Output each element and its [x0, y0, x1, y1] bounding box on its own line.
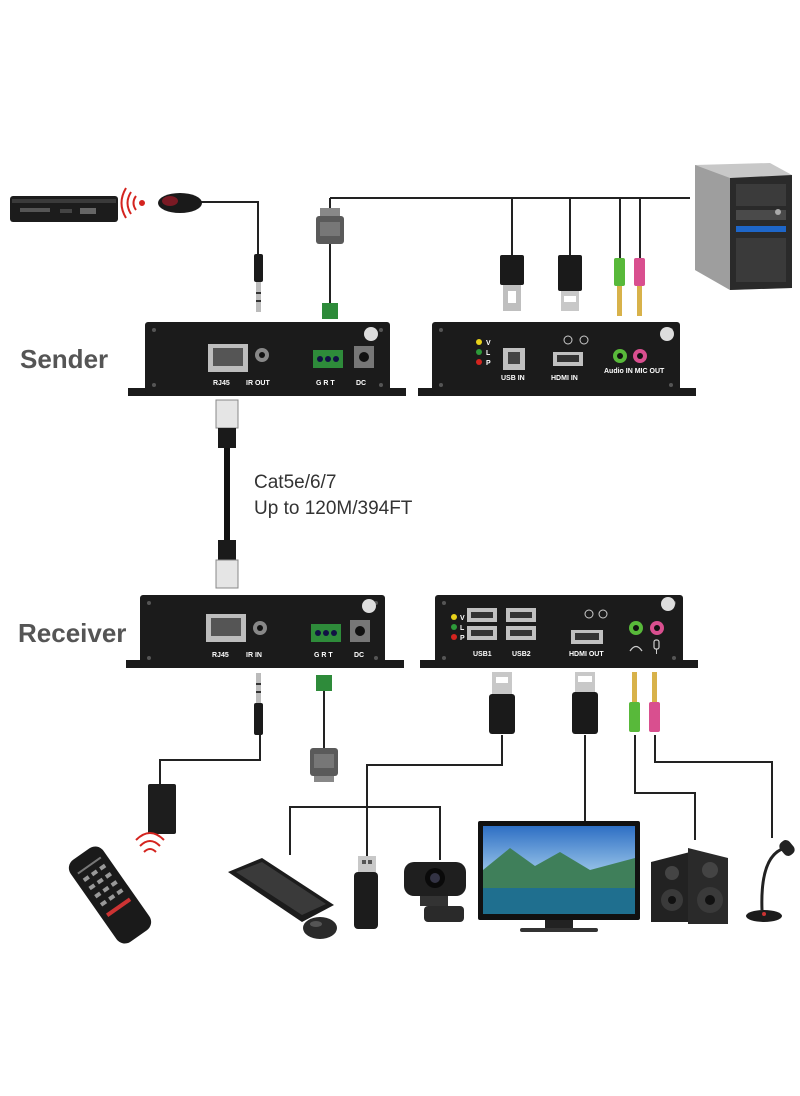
ir-audio-plug-icon	[254, 254, 263, 312]
speakers-icon	[651, 848, 728, 924]
computer-tower-icon	[695, 163, 792, 290]
receiver-label: Receiver	[18, 618, 127, 648]
cable-distance-text: Up to 120M/394FT	[254, 498, 413, 519]
keyboard-icon	[228, 858, 334, 922]
cable-type-text: Cat5e/6/7	[254, 472, 337, 493]
receiver-hdmi-out-label: HDMI OUT	[569, 651, 604, 658]
usb-a-plug-icon	[489, 672, 515, 734]
sender-led-l-label: L	[486, 350, 491, 357]
sender-ir-out-label: IR OUT	[246, 380, 270, 387]
rs232-connector-icon	[316, 208, 344, 319]
receiver-front-panel	[126, 595, 404, 668]
receiver-led-p-label: P	[460, 635, 465, 642]
sender-usb-in-label: USB IN	[501, 375, 525, 382]
ir-in-plug-icon	[254, 673, 263, 735]
cat-cable-icon	[215, 399, 239, 589]
ir-receiver-icon	[148, 784, 176, 834]
hdmi-plug-icon	[558, 255, 582, 311]
receiver-led-l-label: L	[460, 625, 465, 632]
sender-hdmi-in-label: HDMI IN	[551, 375, 578, 382]
receiver-usb1-label: USB1	[473, 651, 492, 658]
sender-rear-panel	[418, 322, 696, 396]
receiver-usb2-label: USB2	[512, 651, 531, 658]
receiver-led-v-label: V	[460, 615, 465, 622]
connection-lines	[159, 197, 773, 860]
rs232-receiver-connector-icon	[310, 675, 338, 782]
receiver-grt-label: G R T	[314, 652, 333, 659]
usb-b-plug-icon	[500, 255, 524, 311]
webcam-icon	[404, 862, 466, 922]
microphone-icon	[746, 840, 795, 922]
sender-led-p-label: P	[486, 360, 491, 367]
audio-out-plugs-icon	[629, 672, 660, 732]
hdmi-out-plug-icon	[572, 672, 598, 734]
receiver-rj45-label: RJ45	[212, 652, 229, 659]
ir-emitter-icon	[158, 193, 202, 213]
sender-front-panel	[128, 322, 406, 396]
sender-grt-label: G R T	[316, 380, 335, 387]
remote-control-icon	[68, 846, 152, 944]
monitor-icon	[478, 821, 640, 932]
receiver-rear-panel	[420, 595, 698, 668]
sender-rj45-label: RJ45	[213, 380, 230, 387]
mouse-icon	[303, 917, 337, 939]
sender-audio-mic-label: Audio IN MIC OUT	[604, 368, 665, 375]
sender-led-v-label: V	[486, 340, 491, 347]
receiver-ir-in-label: IR IN	[246, 652, 262, 659]
dvd-player-icon	[10, 196, 118, 222]
receiver-dc-label: DC	[354, 652, 364, 659]
sender-label: Sender	[20, 344, 109, 374]
sender-dc-label: DC	[356, 380, 366, 387]
cable-spec: Cat5e/6/7 Up to 120M/394FT	[254, 470, 412, 522]
remote-signal-icon	[135, 832, 165, 853]
audio-plugs-icon	[614, 258, 645, 316]
ir-signal-icon	[120, 187, 145, 219]
usb-flash-drive-icon	[354, 856, 378, 929]
